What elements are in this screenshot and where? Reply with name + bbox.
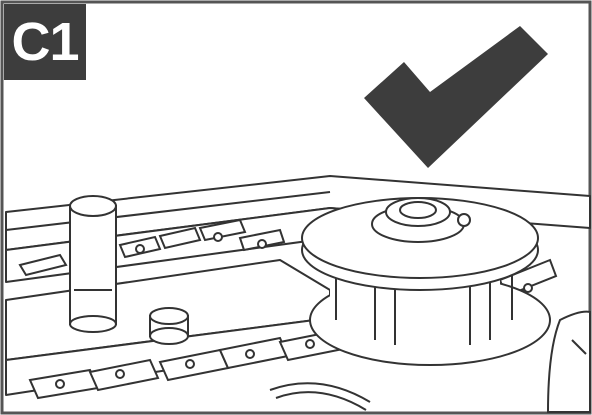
chain-upper [18, 218, 286, 277]
cable [269, 382, 371, 403]
adjust-pin [149, 307, 189, 345]
side-housing [546, 310, 591, 413]
clutch-disc [301, 197, 539, 291]
step-badge: C1 [4, 4, 86, 80]
bar-stud [69, 195, 117, 333]
checkmark-icon [364, 26, 548, 168]
